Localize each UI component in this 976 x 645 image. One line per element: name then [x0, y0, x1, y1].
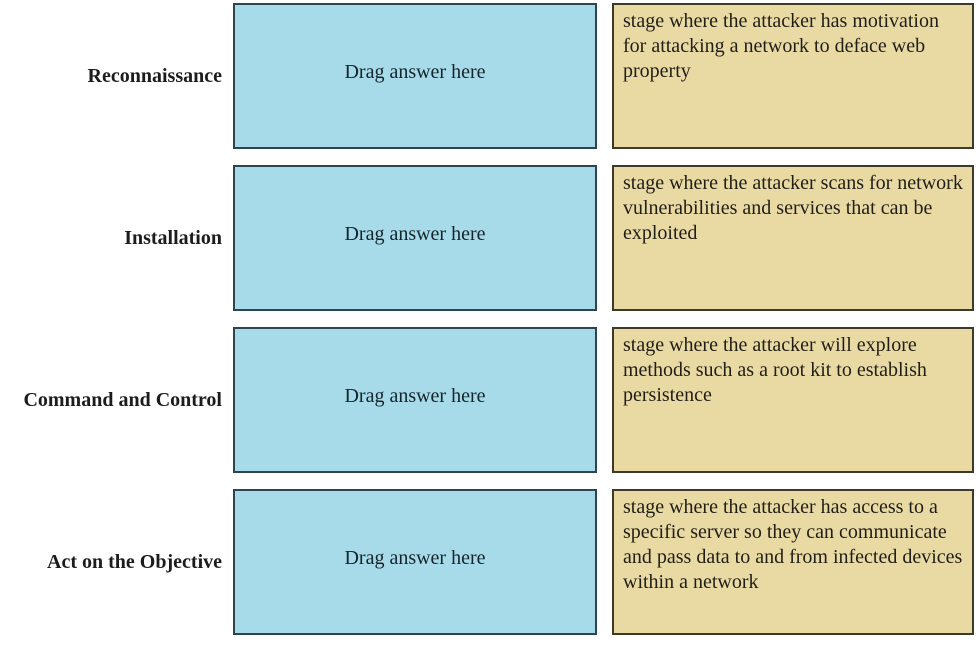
stage-label-installation: Installation — [124, 227, 222, 249]
drop-zone-installation[interactable]: Drag answer here — [233, 165, 597, 311]
drop-zone-placeholder: Drag answer here — [344, 222, 486, 245]
stage-label-reconnaissance: Reconnaissance — [87, 65, 222, 87]
answer-card[interactable]: stage where the attacker will explore me… — [612, 327, 974, 473]
answer-card[interactable]: stage where the attacker has access to a… — [612, 489, 974, 635]
drop-zone-command-and-control[interactable]: Drag answer here — [233, 327, 597, 473]
drop-zone-reconnaissance[interactable]: Drag answer here — [233, 3, 597, 149]
column-gap — [597, 327, 612, 473]
answer-card[interactable]: stage where the attacker has motivation … — [612, 3, 974, 149]
match-row-act-on-the-objective: Act on the Objective Drag answer here st… — [0, 489, 976, 635]
match-row-reconnaissance: Reconnaissance Drag answer here stage wh… — [0, 3, 976, 149]
column-gap — [597, 3, 612, 149]
drop-zone-placeholder: Drag answer here — [344, 546, 486, 569]
drop-zone-act-on-the-objective[interactable]: Drag answer here — [233, 489, 597, 635]
column-gap — [597, 165, 612, 311]
stage-label-act-on-the-objective: Act on the Objective — [47, 551, 222, 573]
answer-card[interactable]: stage where the attacker scans for netwo… — [612, 165, 974, 311]
drop-zone-placeholder: Drag answer here — [344, 60, 486, 83]
column-gap — [597, 489, 612, 635]
match-row-installation: Installation Drag answer here stage wher… — [0, 165, 976, 311]
drop-zone-placeholder: Drag answer here — [344, 384, 486, 407]
match-row-command-and-control: Command and Control Drag answer here sta… — [0, 327, 976, 473]
stage-label-command-and-control: Command and Control — [23, 389, 222, 411]
